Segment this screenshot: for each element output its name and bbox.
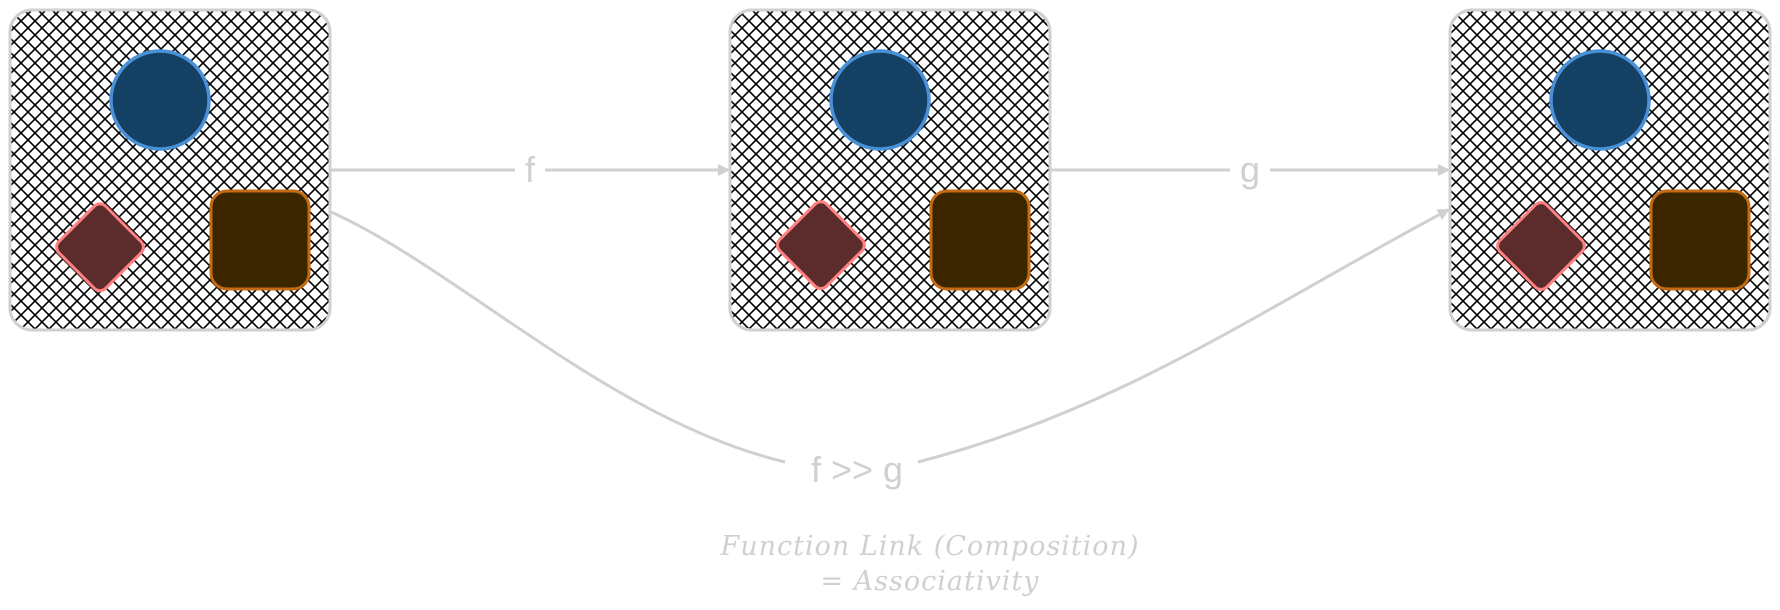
category-a-diamond-object — [55, 202, 145, 293]
caption-line-2: = Associativity — [820, 566, 1039, 597]
caption: Function Link (Composition) = Associativ… — [720, 531, 1140, 597]
arrow-composition: f >> g — [330, 208, 1450, 490]
arrow-g-label: g — [1240, 149, 1260, 190]
category-c — [1448, 8, 1772, 332]
arrow-composition-label: f >> g — [811, 449, 903, 490]
category-b-circle-object — [829, 49, 931, 151]
category-a-square-object — [209, 189, 311, 291]
category-b-diamond-object — [776, 200, 866, 290]
caption-line-1: Function Link (Composition) — [720, 531, 1140, 562]
category-a-circle-object — [109, 49, 211, 151]
category-c-square-object — [1649, 189, 1751, 291]
category-a — [8, 8, 332, 332]
category-b-square-object — [929, 189, 1031, 291]
category-c-circle-object — [1549, 49, 1651, 151]
category-c-diamond-object — [1496, 201, 1586, 291]
arrow-f-label: f — [525, 149, 536, 190]
arrow-f: f — [331, 149, 730, 190]
arrow-g: g — [1051, 149, 1450, 190]
category-b — [728, 8, 1052, 332]
